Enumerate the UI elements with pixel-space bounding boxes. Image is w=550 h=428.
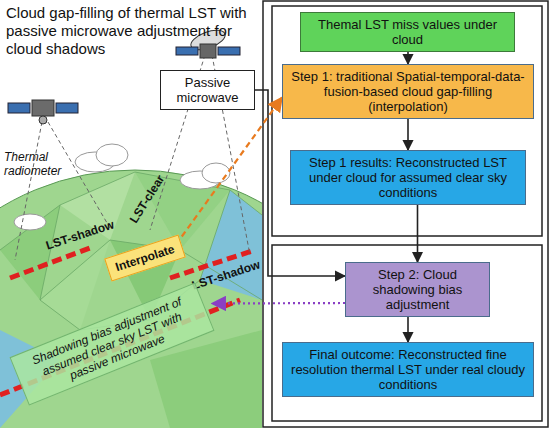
microwave-satellite-part bbox=[218, 47, 240, 55]
lst-shadow-band-part bbox=[10, 248, 90, 278]
panel-frame-part bbox=[272, 245, 542, 421]
band-label: LST-clear bbox=[123, 166, 172, 233]
input-box: Themal LST miss values under cloud bbox=[300, 12, 515, 52]
node-text: Step 1 results: Reconstructed LST under … bbox=[296, 155, 520, 200]
process-box: Step 2: Cloud shadowing bias adjustment bbox=[345, 262, 490, 317]
sensor-box: Passive microwave bbox=[160, 70, 255, 110]
node-text: Interpolate bbox=[111, 241, 178, 275]
thermal-satellite-part bbox=[32, 100, 54, 116]
node-text: Passive microwave bbox=[166, 75, 249, 105]
globe bbox=[0, 170, 262, 428]
flow-arrow bbox=[407, 317, 409, 342]
node-text: Final outcome: Reconstructed fine resolu… bbox=[288, 347, 528, 392]
cloud-part bbox=[202, 163, 230, 183]
flow-arrow bbox=[182, 98, 282, 237]
thermal-satellite-part bbox=[39, 116, 47, 124]
diagram-title: Cloud gap-filling of thermal LST with pa… bbox=[6, 4, 256, 58]
band-label: LST-shadow bbox=[40, 216, 120, 254]
node-text: Themal LST miss values under cloud bbox=[306, 17, 509, 47]
instrument-label: Thermal radiometer bbox=[4, 150, 78, 178]
result-box: Final outcome: Reconstructed fine resolu… bbox=[282, 342, 534, 397]
flow-arrow bbox=[407, 52, 409, 64]
adjustment-band: Shadowing bias adjustment of assumed cle… bbox=[10, 282, 215, 405]
interpolate-band: Interpolate bbox=[104, 235, 186, 282]
thermal-satellite bbox=[8, 100, 78, 124]
band-label: LST-shadow bbox=[186, 256, 266, 294]
globe-part bbox=[0, 205, 60, 300]
microwave-satellite-part bbox=[200, 44, 216, 58]
globe-part bbox=[0, 170, 262, 428]
panel-frame bbox=[263, 1, 548, 427]
node-text: Step 2: Cloud shadowing bias adjustment bbox=[351, 267, 484, 312]
cloud-part bbox=[14, 214, 46, 230]
view-beam bbox=[15, 55, 250, 260]
panel-frame-part bbox=[272, 6, 542, 236]
thermal-satellite-part bbox=[8, 103, 30, 113]
panel-frame-part bbox=[263, 1, 548, 427]
result-box: Step 1 results: Reconstructed LST under … bbox=[290, 150, 526, 205]
flow-arrow bbox=[407, 119, 409, 150]
flow-arrow bbox=[212, 302, 345, 305]
process-box: Step 1: traditional Spatial-temporal-dat… bbox=[282, 64, 534, 119]
node-text: Shadowing bias adjustment of assumed cle… bbox=[17, 289, 207, 398]
node-text: Step 1: traditional Spatial-temporal-dat… bbox=[288, 69, 528, 114]
flow-arrow bbox=[417, 205, 419, 262]
microwave-satellite-part bbox=[176, 47, 198, 55]
view-beam-part bbox=[15, 122, 42, 260]
thermal-satellite-part bbox=[56, 103, 78, 113]
cloud-part bbox=[96, 144, 128, 166]
